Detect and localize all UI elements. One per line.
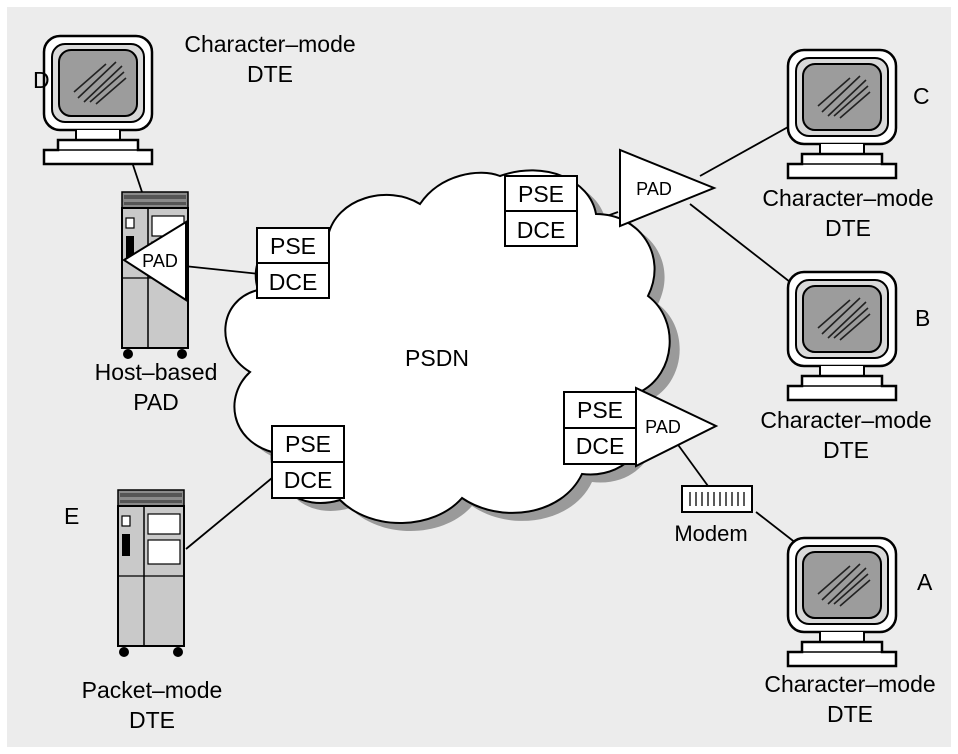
- modem-label: Modem: [674, 521, 747, 546]
- terminal-c: [786, 48, 898, 180]
- pad-label-top: PAD: [636, 179, 672, 199]
- host-pad-line2: PAD: [133, 389, 179, 415]
- pad-triangle-host: PAD: [122, 220, 187, 302]
- switch-left-dce: DCE: [269, 269, 318, 295]
- letter-b: B: [915, 305, 930, 331]
- switch-bottom: PSE DCE: [271, 425, 345, 499]
- letter-c: C: [913, 83, 930, 109]
- packet-host-cabinet: [117, 489, 185, 658]
- pad-triangle-top: PAD: [619, 148, 717, 228]
- terminal-b: [786, 270, 898, 402]
- terminal-a: [786, 536, 898, 668]
- terminal-d-dte: DTE: [247, 61, 293, 87]
- switch-top-dce: DCE: [517, 217, 566, 243]
- terminal-a-dte: DTE: [827, 701, 873, 727]
- packet-host-type: Packet–mode: [82, 677, 223, 703]
- letter-a: A: [917, 569, 933, 595]
- psdn-label: PSDN: [405, 345, 469, 371]
- terminal-b-dte: DTE: [823, 437, 869, 463]
- switch-left-pse: PSE: [270, 233, 316, 259]
- switch-left: PSE DCE: [256, 227, 330, 299]
- letter-d: D: [33, 67, 50, 93]
- packet-host-dte: DTE: [129, 707, 175, 733]
- host-pad-line1: Host–based: [95, 359, 218, 385]
- pad-triangle-right: PAD: [635, 386, 719, 468]
- switch-right: PSE DCE: [563, 391, 637, 465]
- terminal-c-type: Character–mode: [762, 185, 933, 211]
- terminal-b-type: Character–mode: [760, 407, 931, 433]
- pad-label-right: PAD: [645, 417, 681, 437]
- terminal-d: [42, 34, 154, 166]
- switch-bottom-dce: DCE: [284, 467, 333, 493]
- terminal-a-type: Character–mode: [764, 671, 935, 697]
- switch-right-dce: DCE: [576, 433, 625, 459]
- switch-bottom-pse: PSE: [285, 431, 331, 457]
- terminal-c-dte: DTE: [825, 215, 871, 241]
- letter-e: E: [64, 503, 79, 529]
- switch-top-pse: PSE: [518, 181, 564, 207]
- switch-top: PSE DCE: [504, 175, 578, 247]
- terminal-d-type: Character–mode: [184, 31, 355, 57]
- modem: [681, 485, 753, 513]
- switch-right-pse: PSE: [577, 397, 623, 423]
- pad-label-host: PAD: [142, 251, 178, 271]
